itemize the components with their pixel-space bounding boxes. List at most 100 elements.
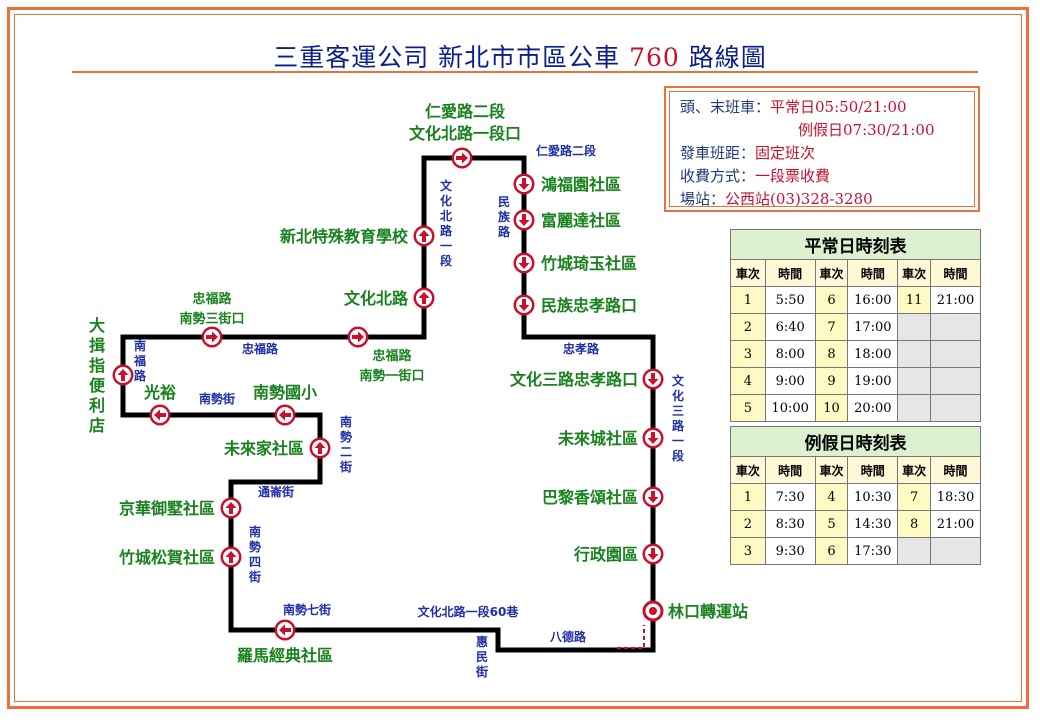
header-no: 車次 <box>897 456 932 484</box>
departure-time-cell: 17:00 <box>847 313 899 341</box>
trip-number-cell: 4 <box>730 367 766 395</box>
road-label: 惠民街 <box>475 634 488 679</box>
stop-label: 南勢國小 <box>253 383 317 402</box>
trip-number-cell: 6 <box>814 537 849 565</box>
arrow-down-icon[interactable] <box>642 368 664 390</box>
departure-time-cell: 6:40 <box>764 313 816 341</box>
arrow-up-icon[interactable] <box>112 364 134 386</box>
stop-label: 京華御墅社區 <box>119 499 215 518</box>
departure-time-cell: 21:00 <box>930 510 981 538</box>
departure-time-cell: 9:30 <box>764 537 816 565</box>
header-no: 車次 <box>730 259 766 287</box>
road-label: 忠孝路 <box>563 341 600 356</box>
empty-cell <box>930 313 981 341</box>
arrow-up-icon[interactable] <box>413 287 435 309</box>
headway-label: 發車班距： <box>680 144 756 162</box>
road-label: 民族路 <box>498 195 511 239</box>
stop-label: 新北特殊教育學校 <box>280 227 409 246</box>
trip-number-cell: 7 <box>897 483 932 511</box>
arrow-up-icon[interactable] <box>413 225 435 247</box>
stop-label: 文化三路忠孝路口 <box>510 370 638 389</box>
arrow-right-icon[interactable] <box>347 326 369 348</box>
arrow-up-icon[interactable] <box>220 546 242 568</box>
empty-cell <box>930 537 981 565</box>
stop-label: 南勢一街口 <box>359 368 424 384</box>
stop-label: 未來城社區 <box>557 429 638 448</box>
holiday-first-last: 例假日07:30/21:00 <box>798 121 935 139</box>
arrow-down-icon[interactable] <box>513 209 535 231</box>
departure-time-cell: 20:00 <box>847 394 899 422</box>
stop-label: 富麗達社區 <box>541 211 621 230</box>
departure-time-cell: 18:30 <box>930 483 981 511</box>
stop-label: 羅馬經典社區 <box>237 646 333 665</box>
departure-time-cell: 17:30 <box>847 537 899 565</box>
stop-label: 未來家社區 <box>223 439 304 458</box>
headway-value: 固定班次 <box>755 144 816 162</box>
arrow-left-icon[interactable] <box>274 404 296 426</box>
arrow-down-icon[interactable] <box>642 486 664 508</box>
header-time: 時間 <box>764 259 816 287</box>
terminal-icon[interactable] <box>642 600 664 622</box>
departure-time-cell: 7:30 <box>764 483 816 511</box>
empty-cell <box>897 340 932 368</box>
departure-time-cell: 8:00 <box>764 340 816 368</box>
terminal-spur <box>617 625 645 649</box>
empty-cell <box>897 394 932 422</box>
departure-time-cell: 10:30 <box>847 483 899 511</box>
road-label: 仁愛路二段 <box>536 143 597 158</box>
road-label: 南福路 <box>133 338 147 383</box>
arrow-down-icon[interactable] <box>642 427 664 449</box>
terminal-label: 林口轉運站 <box>668 602 748 621</box>
arrow-left-icon[interactable] <box>274 619 296 641</box>
arrow-down-icon[interactable] <box>513 252 535 274</box>
header-no: 車次 <box>897 259 932 287</box>
arrow-down-icon[interactable] <box>642 543 664 565</box>
road-label: 八德路 <box>549 629 587 644</box>
arrow-down-icon[interactable] <box>513 294 535 316</box>
fare-value: 一段票收費 <box>755 167 831 185</box>
stop-label: 店 <box>89 416 105 435</box>
road-label: 文化北路一段60巷 <box>418 604 520 619</box>
stop-label: 南勢三街口 <box>179 311 244 327</box>
route-line <box>120 155 656 653</box>
stop-label: 民族忠孝路口 <box>541 296 637 315</box>
arrow-up-icon[interactable] <box>309 437 331 459</box>
stop-label: 鴻福園社區 <box>541 175 621 194</box>
first-last-label: 頭、末班車： <box>680 98 771 116</box>
holiday-caption: 例假日時刻表 <box>730 426 981 457</box>
trip-number-cell: 1 <box>730 286 766 314</box>
stop-label: 大 <box>89 316 105 335</box>
arrow-right-icon[interactable] <box>201 326 223 348</box>
header-time: 時間 <box>847 259 899 287</box>
road-label: 南勢四街 <box>248 524 261 584</box>
stop-label: 竹城松賀社區 <box>118 548 215 567</box>
arrow-left-icon[interactable] <box>149 404 171 426</box>
stop-label: 巴黎香頌社區 <box>542 488 638 507</box>
departure-time-cell: 9:00 <box>764 367 816 395</box>
stop-label: 光裕 <box>143 383 176 402</box>
trip-number-cell: 10 <box>814 394 849 422</box>
departure-time-cell: 8:30 <box>764 510 816 538</box>
departure-time-cell: 18:00 <box>847 340 899 368</box>
empty-cell <box>897 537 932 565</box>
arrow-up-icon[interactable] <box>220 497 242 519</box>
inner-frame <box>14 14 1022 702</box>
road-label: 通崙街 <box>258 484 294 499</box>
stop-label: 仁愛路二段 <box>425 102 506 121</box>
stop-label: 文化北路一段口 <box>409 124 521 143</box>
header-time: 時間 <box>764 456 816 484</box>
trip-number-cell: 1 <box>730 483 766 511</box>
title-prefix: 三重客運公司 新北市市區公車 <box>273 43 621 72</box>
arrow-right-icon[interactable] <box>451 147 473 169</box>
arrow-down-icon[interactable] <box>513 173 535 195</box>
trip-number-cell: 2 <box>730 510 766 538</box>
